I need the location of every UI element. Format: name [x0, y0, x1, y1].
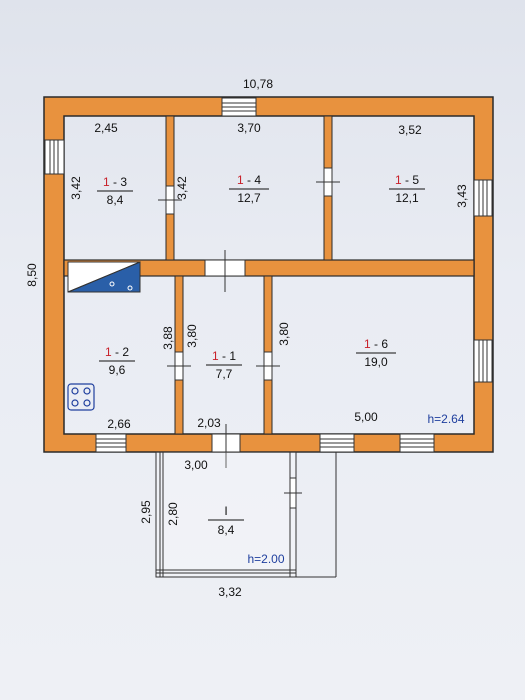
room-1-1-number: 1 - 1 — [212, 349, 236, 363]
veranda-depth-outer: 2,95 — [139, 500, 153, 524]
room-1-3: 2,45 3,42 1 - 3 8,4 — [69, 121, 133, 207]
room-1-4-width: 3,70 — [237, 121, 261, 135]
door-1-4-1-5 — [316, 167, 340, 197]
window-right-bottom — [473, 339, 493, 383]
door-1-2-1-1 — [167, 351, 191, 381]
room-1-4: 3,70 3,42 1 - 4 12,7 — [175, 121, 269, 205]
room-1-3-area: 8,4 — [107, 193, 124, 207]
door-1-3-1-4 — [158, 185, 182, 215]
room-1-1-depth: 3,80 — [185, 324, 199, 348]
veranda — [155, 451, 337, 578]
room-1-2-depth: 3,88 — [161, 326, 175, 350]
room-1-6-depth: 3,80 — [277, 322, 291, 346]
window-bottom-3 — [399, 433, 435, 453]
room-1-2-number: 1 - 2 — [105, 345, 129, 359]
room-1-1: 1 - 1 7,7 3,80 2,03 — [185, 324, 242, 430]
wall-band — [43, 96, 494, 453]
overall-height: 8,50 — [25, 263, 39, 287]
room-1-5: 3,52 3,43 1 - 5 12,1 — [389, 123, 469, 208]
veranda-label: I — [224, 504, 227, 518]
room-1-4-number: 1 - 4 — [237, 173, 261, 187]
window-bottom-2 — [319, 433, 355, 453]
room-1-3-number: 1 - 3 — [103, 175, 127, 189]
room-1-3-depth: 3,42 — [69, 176, 83, 200]
veranda-area: 8,4 — [218, 523, 235, 537]
veranda-width-bottom: 3,32 — [218, 585, 242, 599]
room-1-5-number: 1 - 5 — [395, 173, 419, 187]
room-1-4-depth: 3,42 — [175, 176, 189, 200]
door-hall-top — [204, 250, 246, 292]
door-1-1-1-6 — [256, 351, 280, 381]
stair-symbol — [67, 261, 141, 293]
room-1-2-width: 2,66 — [107, 417, 131, 431]
room-1-3-width: 2,45 — [94, 121, 118, 135]
overall-width: 10,78 — [243, 77, 273, 91]
room-1-5-width: 3,52 — [398, 123, 422, 137]
room-1-1-width: 2,03 — [197, 416, 221, 430]
room-1-6-number: 1 - 6 — [364, 337, 388, 351]
window-top — [221, 97, 257, 117]
room-1-1-area: 7,7 — [216, 367, 233, 381]
veranda-depth-inner: 2,80 — [166, 502, 180, 526]
window-right-top — [473, 179, 493, 217]
room-1-6: 1 - 6 19,0 3,80 5,00 — [277, 322, 396, 424]
stove-icon — [67, 383, 95, 411]
doors — [158, 167, 340, 468]
veranda-height: h=2.00 — [247, 552, 284, 566]
room-1-5-depth: 3,43 — [455, 184, 469, 208]
veranda-width-top: 3,00 — [184, 458, 208, 472]
house-height: h=2.64 — [427, 412, 464, 426]
room-1-6-width: 5,00 — [354, 410, 378, 424]
window-left — [44, 139, 65, 175]
room-1-4-area: 12,7 — [237, 191, 261, 205]
room-1-2: 1 - 2 9,6 3,88 2,66 — [99, 326, 175, 431]
room-1-2-area: 9,6 — [109, 363, 126, 377]
room-1-5-area: 12,1 — [395, 191, 419, 205]
room-1-6-area: 19,0 — [364, 355, 388, 369]
window-bottom-1 — [95, 433, 127, 453]
windows — [44, 97, 493, 453]
veranda-labels: 3,00 I 8,4 h=2.00 2,95 2,80 3,32 — [139, 458, 285, 599]
